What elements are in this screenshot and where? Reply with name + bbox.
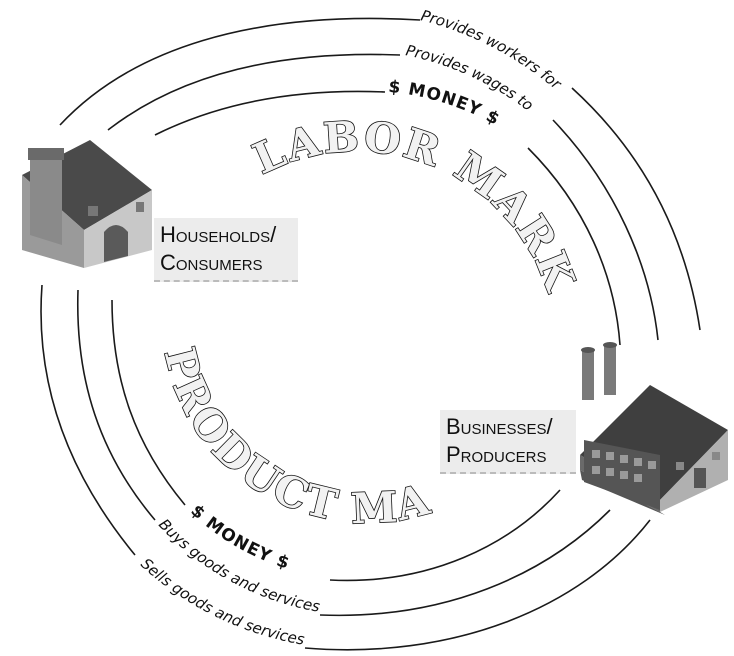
households-label-line1: Households/ bbox=[160, 222, 277, 247]
households-label-box: Households/ Consumers bbox=[154, 218, 298, 282]
arc-upper-2 bbox=[107, 53, 401, 131]
businesses-label-line1: Businesses/ bbox=[446, 414, 553, 439]
arc-upper-3 bbox=[154, 90, 386, 136]
arc-lower-3b bbox=[329, 489, 561, 582]
arc-upper-1 bbox=[59, 17, 421, 126]
arc-lower-1 bbox=[40, 284, 136, 556]
arc-lower-2b bbox=[319, 509, 611, 617]
households-label-line2: Consumers bbox=[160, 250, 263, 275]
factory-icon bbox=[580, 342, 728, 515]
arc-lower-2 bbox=[76, 289, 156, 521]
businesses-label-box: Businesses/ Producers bbox=[440, 410, 576, 474]
arc-upper-2b bbox=[552, 119, 659, 341]
arc-upper-1b bbox=[571, 87, 701, 331]
buys-goods-label: Buys goods and services from bbox=[0, 0, 322, 616]
house-icon bbox=[22, 140, 152, 268]
arc-lower-3 bbox=[111, 299, 186, 506]
arc-lower-1b bbox=[304, 519, 651, 651]
arc-upper-3b bbox=[527, 147, 621, 346]
businesses-label-line2: Producers bbox=[446, 442, 547, 467]
